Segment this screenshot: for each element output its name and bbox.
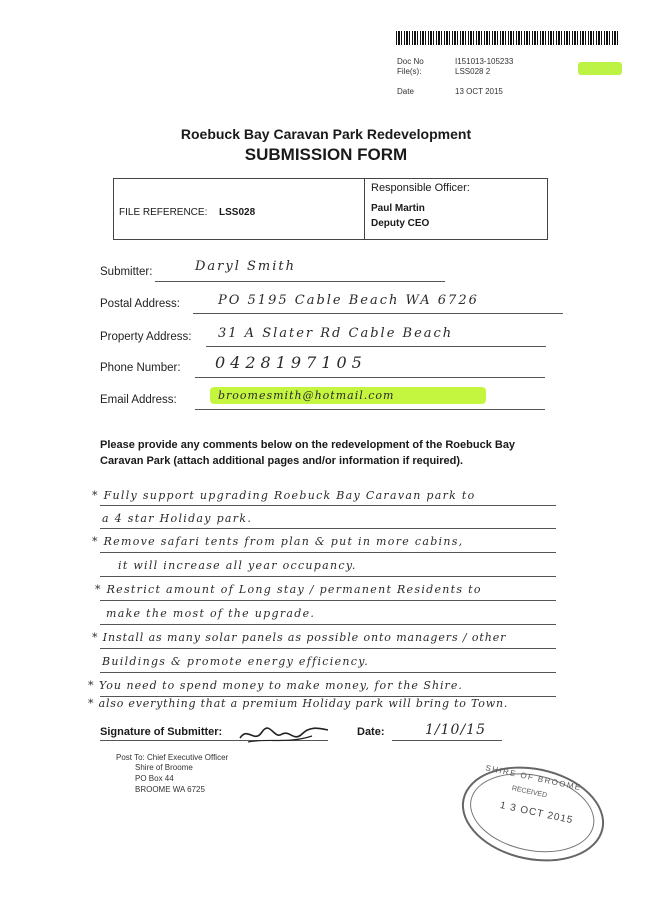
comment-text: make the most of the upgrade. — [106, 607, 316, 620]
comment-line — [100, 696, 556, 697]
reference-box: FILE REFERENCE: LSS028 Responsible Offic… — [113, 178, 548, 240]
submitter-field[interactable]: Daryl Smith — [195, 259, 297, 274]
comment-line — [100, 505, 556, 506]
email-highlight — [210, 387, 486, 404]
property-address-line — [206, 346, 546, 347]
email-address-line — [195, 409, 545, 410]
comment-line — [100, 648, 556, 649]
comment-text: a 4 star Holiday park. — [102, 512, 253, 525]
comment-text: * Install as many solar panels as possib… — [92, 631, 507, 644]
signature-label: Signature of Submitter: — [100, 726, 223, 738]
reference-divider — [364, 179, 365, 239]
signature-scribble — [239, 727, 329, 743]
postal-address-field[interactable]: PO 5195 Cable Beach WA 6726 — [218, 293, 479, 308]
comment-line — [100, 576, 556, 577]
post-to-line-4: BROOME WA 6725 — [135, 785, 205, 794]
comment-text: it will increase all year occupancy. — [118, 559, 357, 572]
phone-number-label: Phone Number: — [100, 362, 181, 374]
signature-date-label: Date: — [357, 726, 385, 738]
post-to-line-3: PO Box 44 — [135, 774, 174, 783]
postal-address-line — [193, 313, 563, 314]
signature-date-value[interactable]: 1/10/15 — [425, 722, 486, 738]
comment-line — [100, 600, 556, 601]
comment-text: * Remove safari tents from plan & put in… — [92, 535, 464, 548]
date-label: Date — [397, 87, 414, 96]
phone-number-field[interactable]: 0428197105 — [215, 353, 367, 372]
post-to-line-2: Shire of Broome — [135, 763, 193, 772]
comment-line — [100, 528, 556, 529]
comment-text: * also everything that a premium Holiday… — [88, 697, 509, 710]
post-to-line-1: Post To: Chief Executive Officer — [116, 753, 229, 762]
phone-number-line — [195, 377, 545, 378]
files-value: LSS028 2 — [455, 67, 491, 76]
email-address-label: Email Address: — [100, 394, 177, 406]
page-title: Roebuck Bay Caravan Park Redevelopment — [180, 126, 472, 142]
comment-text: * Fully support upgrading Roebuck Bay Ca… — [92, 489, 476, 502]
file-reference-label: FILE REFERENCE: — [119, 207, 208, 218]
postal-address-label: Postal Address: — [100, 298, 180, 310]
comment-text: * You need to spend money to make money,… — [88, 679, 463, 692]
submitter-line — [155, 281, 445, 282]
date-value: 13 OCT 2015 — [455, 87, 503, 96]
file-reference-value: LSS028 — [219, 207, 256, 218]
files-label: File(s): — [397, 67, 422, 76]
comment-line — [100, 624, 556, 625]
doc-no-label: Doc No — [397, 57, 424, 66]
officer-title: Deputy CEO — [371, 218, 430, 229]
responsible-officer-label: Responsible Officer: — [371, 182, 470, 194]
barcode — [396, 31, 618, 45]
signature-line — [100, 740, 328, 741]
signature-date-line — [392, 740, 502, 741]
comment-line — [100, 552, 556, 553]
email-address-field[interactable]: broomesmith@hotmail.com — [218, 389, 395, 402]
property-address-field[interactable]: 31 A Slater Rd Cable Beach — [218, 326, 454, 341]
property-address-label: Property Address: — [100, 331, 192, 343]
doc-no-value: I151013-105233 — [455, 57, 514, 66]
highlighter-mark — [578, 62, 622, 75]
submitter-label: Submitter: — [100, 266, 153, 278]
comment-line — [100, 672, 556, 673]
form-title: SUBMISSION FORM — [244, 145, 408, 164]
officer-name: Paul Martin — [371, 203, 425, 214]
comment-text: * Restrict amount of Long stay / permane… — [95, 583, 482, 596]
received-stamp: SHIRE OF BROOME RECEIVED 1 3 OCT 2015 — [453, 754, 613, 874]
comments-instructions: Please provide any comments below on the… — [100, 439, 516, 467]
comment-text: Buildings & promote energy efficiency. — [102, 655, 370, 668]
